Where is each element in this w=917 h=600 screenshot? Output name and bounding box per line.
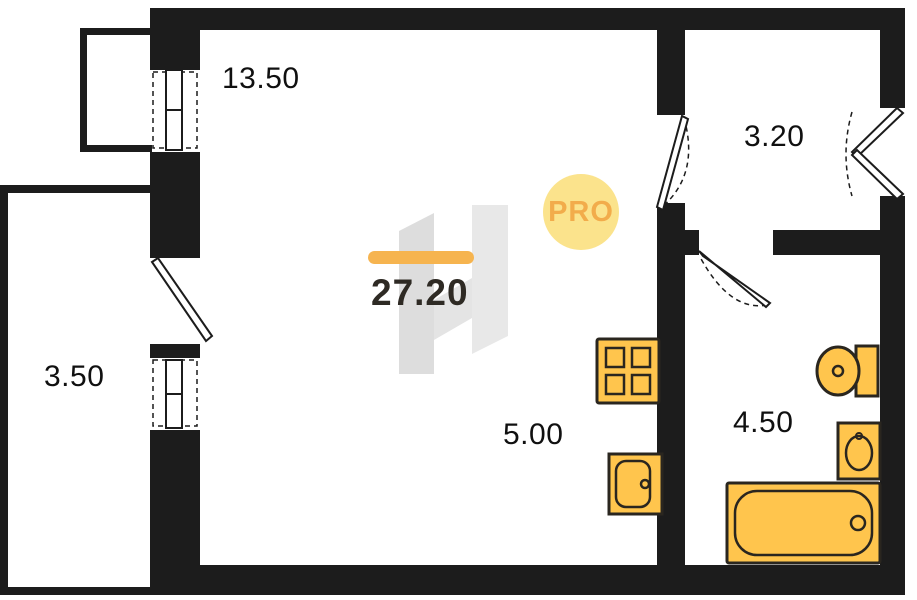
wall-left-seg2 bbox=[150, 152, 200, 258]
wall-right-seg1 bbox=[880, 30, 905, 108]
window-right-hall bbox=[845, 102, 905, 202]
area-label-balcony: 3.50 bbox=[44, 360, 105, 393]
window-cap bbox=[150, 430, 200, 436]
sink-basin bbox=[614, 459, 652, 509]
toilet-drain bbox=[831, 364, 845, 378]
total-area-label: 27.20 bbox=[371, 272, 469, 313]
stove-icon bbox=[595, 337, 661, 405]
window-leaf-upper bbox=[850, 106, 905, 159]
wall-bathroom-stub bbox=[685, 230, 699, 255]
door-balcony bbox=[150, 256, 214, 343]
door-hall bbox=[655, 114, 690, 212]
window-cap bbox=[150, 352, 200, 358]
window-cap bbox=[150, 152, 200, 158]
area-label-bathroom: 4.50 bbox=[733, 406, 794, 439]
watermark-bar-right bbox=[472, 205, 508, 354]
bathtub-body bbox=[725, 481, 882, 565]
watermark-bar-middle bbox=[434, 278, 472, 340]
door-swing-arc bbox=[699, 256, 768, 307]
sink-drain bbox=[639, 478, 651, 490]
window-cap bbox=[150, 64, 200, 70]
wall-right-seg2 bbox=[880, 202, 905, 595]
balcony-bl-wall-bottom bbox=[0, 587, 150, 595]
stove-burner bbox=[604, 373, 626, 396]
balcony-tl-wall-bottom bbox=[80, 145, 152, 152]
pro-badge-text: PRO bbox=[548, 196, 614, 228]
window-leaf-lower bbox=[850, 148, 905, 201]
wall-bathroom bbox=[773, 230, 880, 255]
balcony-tl-wall-left bbox=[80, 28, 87, 152]
bathtub-icon bbox=[725, 481, 882, 565]
watermark-orange-bar bbox=[368, 251, 474, 264]
toilet-icon bbox=[815, 344, 880, 398]
area-label-hall: 3.20 bbox=[744, 120, 805, 153]
door-leaf bbox=[655, 114, 690, 212]
wall-left-seg1 bbox=[150, 8, 200, 70]
wall-divider-seg1 bbox=[657, 30, 685, 115]
balcony-top-left-walls bbox=[80, 28, 152, 152]
window-cap bbox=[880, 102, 905, 108]
toilet-bowl bbox=[815, 345, 861, 397]
balcony-bl-wall-top bbox=[0, 185, 150, 193]
sink-faucet bbox=[855, 432, 863, 440]
window-upper-left bbox=[150, 64, 200, 158]
area-label-living-room: 13.50 bbox=[222, 62, 300, 95]
area-label-kitchen: 5.00 bbox=[503, 418, 564, 451]
window-cap bbox=[880, 196, 905, 202]
door-bathroom bbox=[698, 250, 772, 309]
wall-top bbox=[150, 8, 905, 30]
walls bbox=[150, 8, 905, 595]
bathtub-basin bbox=[733, 489, 874, 557]
window-lower-left bbox=[150, 352, 200, 436]
watermark-logo bbox=[368, 205, 508, 374]
stove-burner bbox=[630, 373, 652, 396]
wall-bottom bbox=[150, 565, 905, 595]
door-swing-arc bbox=[660, 117, 690, 209]
kitchen-sink-icon bbox=[607, 452, 664, 516]
pro-badge-circle bbox=[543, 174, 619, 250]
stove-burner bbox=[630, 346, 652, 369]
door-leaf bbox=[698, 250, 772, 309]
balcony-tl-wall-top bbox=[80, 28, 152, 35]
balcony-bl-wall-left bbox=[0, 185, 8, 595]
door-leaf bbox=[150, 256, 214, 343]
window-swing-arc bbox=[845, 111, 853, 197]
bathroom-sink-icon bbox=[836, 421, 882, 481]
stove-burner bbox=[604, 346, 626, 369]
balcony-left-walls bbox=[0, 185, 150, 595]
bathtub-drain bbox=[849, 514, 867, 532]
sink-basin bbox=[844, 434, 874, 472]
